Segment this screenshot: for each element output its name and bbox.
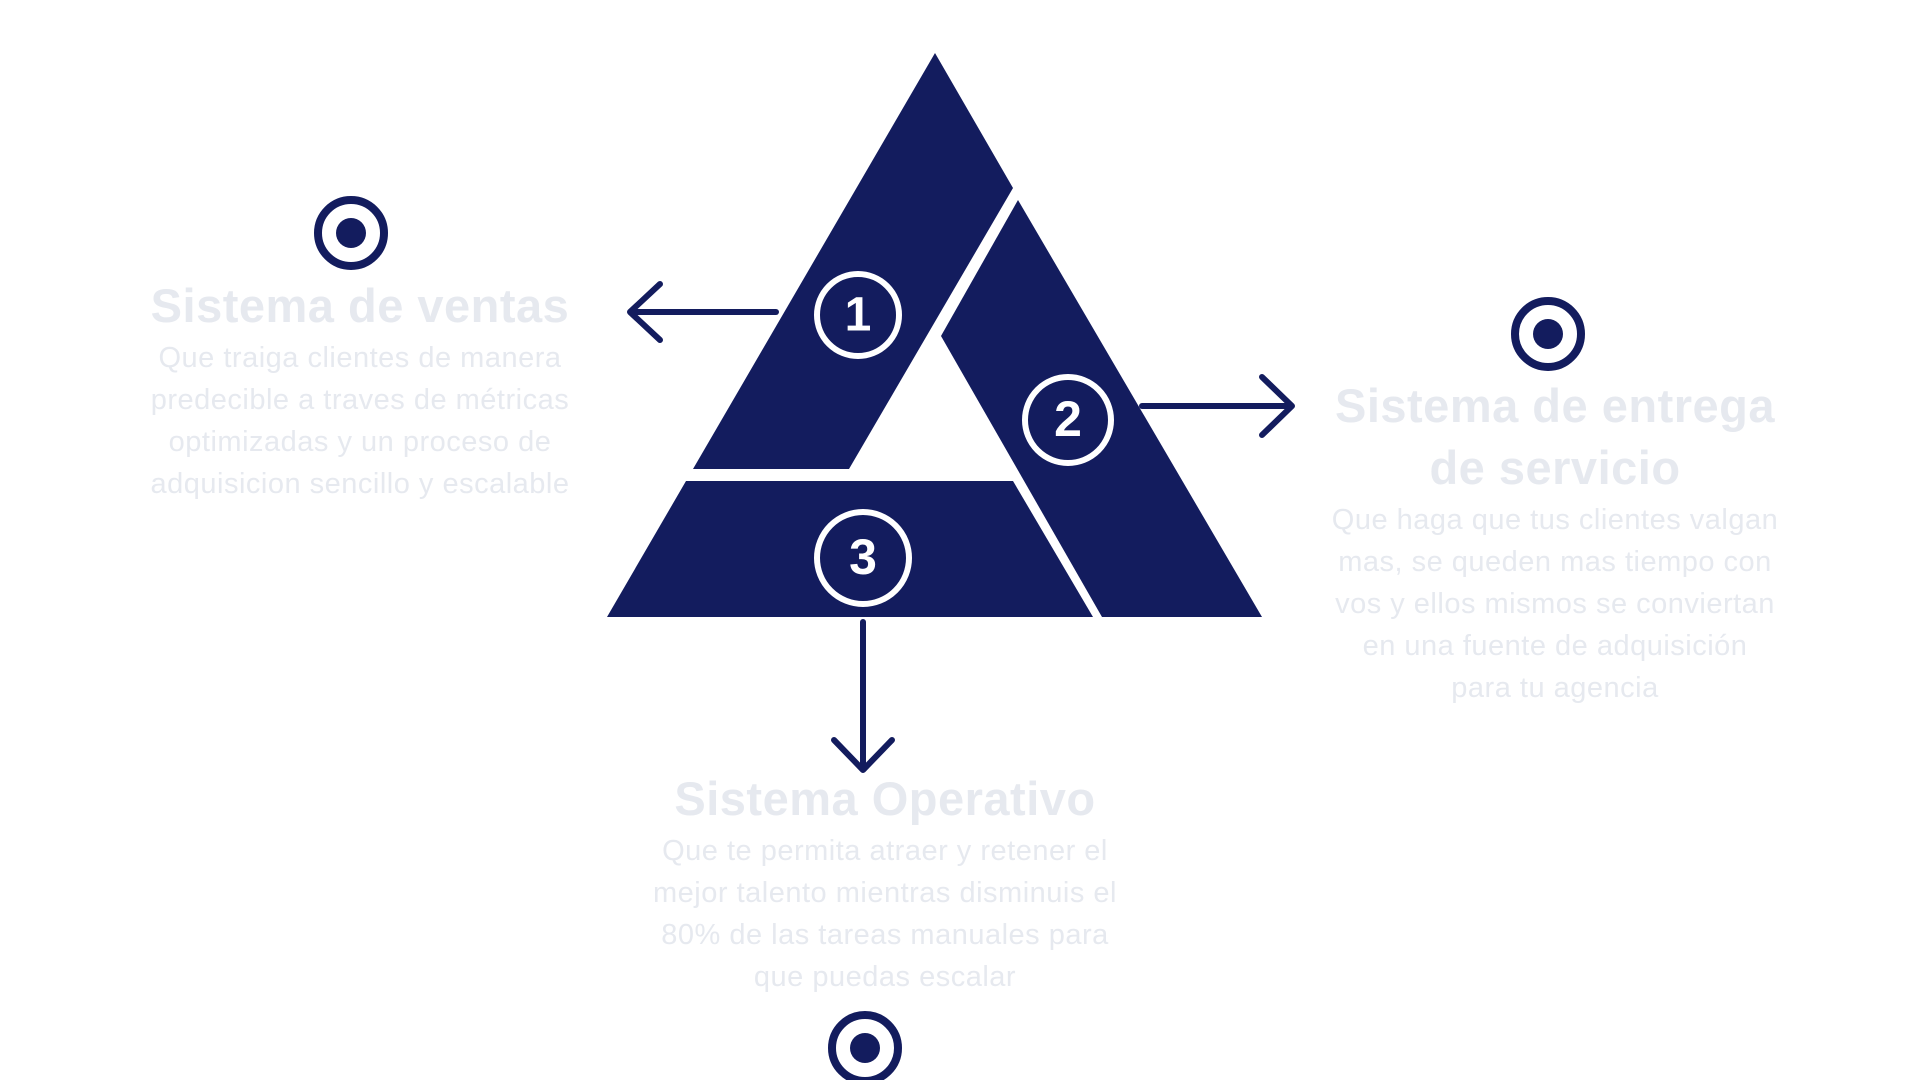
block-title: Sistema de ventas bbox=[150, 279, 570, 332]
block-description-line: mas, se queden mas tiempo con bbox=[1338, 546, 1772, 578]
target-icon bbox=[1511, 297, 1585, 371]
segment-number: 2 bbox=[1054, 391, 1082, 447]
arrow-down bbox=[831, 619, 895, 773]
block-sistema-operativo: Sistema Operativo Que te permita atraer … bbox=[590, 768, 1180, 998]
segment-number: 1 bbox=[845, 289, 872, 342]
block-description-line: optimizadas y un proceso de bbox=[168, 426, 552, 458]
target-icon bbox=[828, 1011, 902, 1080]
target-icon bbox=[314, 196, 388, 270]
triangle-segment-3 bbox=[607, 481, 1093, 617]
block-description-line: adquisicion sencillo y escalable bbox=[150, 468, 570, 500]
segment-number: 3 bbox=[849, 529, 877, 585]
block-description-line: Que traiga clientes de manera bbox=[158, 342, 562, 374]
number-circle-3: 3 bbox=[814, 509, 912, 607]
triangle-segment-2 bbox=[941, 200, 1262, 617]
block-description-line: en una fuente de adquisición bbox=[1362, 630, 1748, 662]
arrow-left bbox=[627, 281, 779, 343]
block-sistema-de-entrega: Sistema de entrega de servicio Que haga … bbox=[1275, 375, 1835, 709]
block-description-line: vos y ellos mismos se conviertan bbox=[1335, 588, 1775, 620]
arrow-right bbox=[1139, 374, 1295, 438]
block-title-line: de servicio bbox=[1429, 441, 1681, 494]
block-description-line: mejor talento mientras disminuis el bbox=[653, 877, 1117, 909]
block-title: Sistema Operativo bbox=[674, 772, 1096, 825]
number-circle-1: 1 bbox=[814, 271, 902, 359]
block-description-line: para tu agencia bbox=[1451, 672, 1659, 704]
block-title-line: Sistema de entrega bbox=[1334, 379, 1775, 432]
block-description-line: predecible a traves de métricas bbox=[150, 384, 570, 416]
block-description-line: 80% de las tareas manuales para bbox=[661, 919, 1109, 951]
block-description-line: Que haga que tus clientes valgan bbox=[1331, 504, 1779, 536]
number-circle-2: 2 bbox=[1022, 374, 1114, 466]
triangle-segment-1 bbox=[693, 53, 1013, 469]
block-sistema-de-ventas: Sistema de ventas Que traiga clientes de… bbox=[95, 275, 625, 505]
block-description-line: que puedas escalar bbox=[753, 961, 1017, 993]
block-description-line: Que te permita atraer y retener el bbox=[662, 835, 1108, 867]
